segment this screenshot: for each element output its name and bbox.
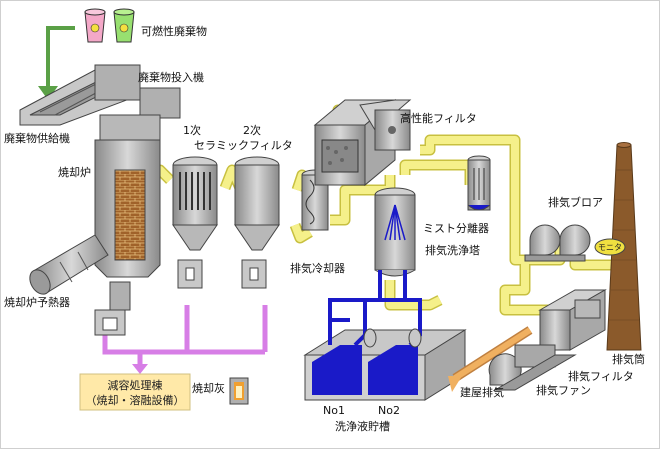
ash-lines: [102, 305, 268, 374]
label-ceramic-filter: セラミックフィルタ: [194, 139, 293, 152]
label-mist-separator: ミスト分離器: [423, 221, 489, 235]
label-wash-liquid-tank: 洗浄液貯槽: [335, 419, 390, 433]
label-exhaust-fan: 排気ファン: [536, 383, 591, 397]
label-waste-feeder: 廃棄物投入機: [138, 70, 204, 84]
label-stack: 排気筒: [612, 352, 645, 366]
label-waste-supply: 廃棄物供給機: [4, 131, 70, 145]
label-volume-reduction-1: 減容処理棟: [108, 378, 163, 392]
waste-feeder: [94, 64, 181, 119]
preheater: [29, 234, 109, 295]
mist-separator: [467, 155, 491, 211]
label-tank-no2: No2: [378, 404, 400, 417]
exhaust-blower: [524, 224, 591, 262]
monitor-badge: モニタ: [594, 238, 626, 256]
ash-drum: [229, 377, 249, 405]
ceramic-filter-1: [172, 156, 218, 289]
exhaust-fan: [488, 344, 577, 391]
label-exhaust-blower: 排気ブロア: [548, 195, 603, 209]
hepa-filter: [313, 98, 412, 187]
building-exhaust-pipe: [448, 326, 533, 392]
scrubber-tower: [374, 187, 416, 277]
exhaust-filter: [538, 289, 607, 351]
label-filter-2nd: 2次: [243, 123, 261, 137]
label-filter-1st: 1次: [183, 123, 201, 137]
label-hepa-filter: 高性能フィルタ: [400, 111, 477, 125]
ceramic-filter-2: [234, 156, 280, 289]
label-scrubber-tower: 排気洗浄塔: [425, 243, 480, 257]
label-exhaust-filter: 排気フィルタ: [568, 369, 634, 383]
feed-arrow: [38, 26, 75, 100]
wash-pumps: [363, 328, 422, 348]
label-exhaust-cooler: 排気冷却器: [290, 261, 345, 275]
label-tank-no1: No1: [323, 404, 345, 417]
label-monitor: モニタ: [598, 243, 622, 252]
label-volume-reduction-2: （焼却・溶融設備）: [86, 393, 185, 407]
label-preheater: 焼却炉予熱器: [4, 296, 70, 309]
waste-drums: [84, 8, 135, 43]
label-ash: 焼却灰: [192, 381, 225, 395]
label-building-exhaust: 建屋排気: [460, 385, 504, 399]
label-incinerator: 焼却炉: [58, 166, 91, 179]
label-combustible-waste: 可燃性廃棄物: [141, 24, 207, 38]
volume-reduction-box: [79, 373, 191, 411]
wash-liquid-tank: [303, 329, 467, 401]
incinerator: [94, 114, 161, 336]
